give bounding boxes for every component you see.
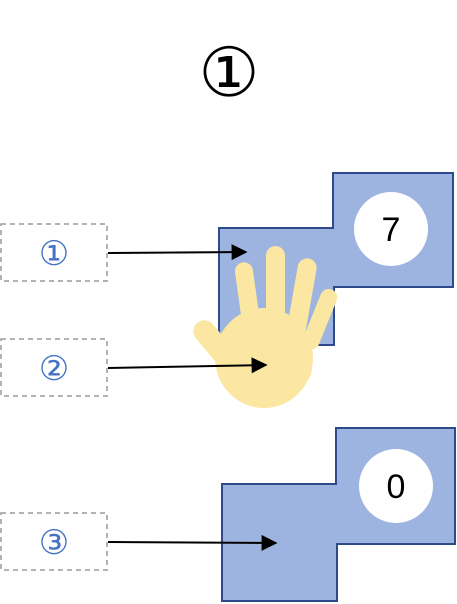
top-tile-badge — [354, 192, 428, 266]
label-one: ① — [0, 223, 108, 282]
label-two-box — [0, 338, 108, 397]
label-three: ③ — [0, 512, 108, 571]
bottom-tile: 0 — [221, 427, 456, 602]
page-title: ① — [199, 34, 260, 113]
top-tile-badge-value: 7 — [382, 211, 401, 249]
label-three-text: ③ — [39, 523, 69, 563]
label-three-box — [0, 512, 108, 571]
label-two-text: ② — [39, 349, 69, 389]
bottom-tile-badge-value: 0 — [387, 468, 406, 506]
arrow-two — [107, 357, 268, 374]
bottom-tile-shape — [221, 427, 456, 602]
label-one-text: ① — [39, 234, 69, 274]
arrow-one — [107, 244, 248, 261]
label-two: ② — [0, 338, 108, 397]
arrow-three — [107, 534, 278, 551]
bottom-tile-badge — [359, 449, 433, 523]
label-one-box — [0, 223, 108, 282]
